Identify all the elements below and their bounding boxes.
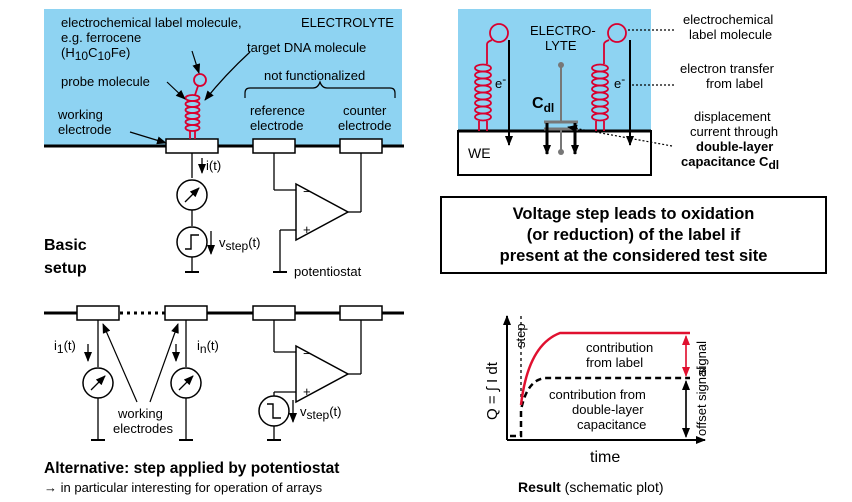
displacement-1: displacement <box>694 109 771 124</box>
counter-electrode-text-1: counter <box>343 103 387 118</box>
reference-electrode <box>252 138 296 154</box>
result-caption: Result (schematic plot) <box>518 479 664 495</box>
signal-curve <box>519 331 690 406</box>
counter-electrode-text-2: electrode <box>338 118 391 133</box>
counter-electrode <box>339 138 383 154</box>
step-source-icon <box>176 226 208 258</box>
working-electrodes-text-2: electrodes <box>113 421 173 436</box>
electrolyte-region <box>44 9 402 146</box>
opamp-plus: + <box>303 222 311 237</box>
in-label: in(t) <box>197 338 219 356</box>
opamp-2-icon <box>295 344 350 404</box>
vstep-2-label: vstep(t) <box>300 404 341 422</box>
signal-label: signal <box>694 341 709 375</box>
not-functionalized-text: not functionalized <box>264 68 365 83</box>
working-electrode-text-1: working <box>57 107 103 122</box>
electron-transfer-1: electron transfer <box>680 61 775 76</box>
detail-electrolyte-1: ELECTRO- <box>530 23 596 38</box>
basic-setup-title-2: setup <box>44 260 87 277</box>
dna-left-icon <box>474 23 509 131</box>
contribution-dl-2: double-layer <box>572 402 644 417</box>
electron-right: e- <box>614 72 625 91</box>
message-box: Voltage step leads to oxidation (or redu… <box>440 196 827 274</box>
opamp-2-plus: + <box>303 384 311 399</box>
basic-setup-panel: ELECTROLYTE electrochemical label molecu… <box>44 9 404 279</box>
working-electrode-n <box>164 305 208 321</box>
reference-electrode-2 <box>252 305 296 321</box>
x-axis-label: time <box>590 449 620 466</box>
label-molecule-text-2: e.g. ferrocene <box>61 30 141 45</box>
detail-label-molecule-1: electrochemical <box>683 12 773 27</box>
contribution-dl-1: contribution from <box>549 387 646 402</box>
current-label: i(t) <box>206 158 221 173</box>
opamp-minus: − <box>303 184 311 199</box>
basic-setup-title-1: Basic <box>44 237 87 254</box>
electron-transfer-2: from label <box>706 76 763 91</box>
step-label: step <box>513 323 528 348</box>
potentiostat-text: potentiostat <box>294 264 362 279</box>
contribution-label-2: from label <box>586 355 643 370</box>
probe-molecule-text: probe molecule <box>61 74 150 89</box>
working-electrode-1 <box>76 305 120 321</box>
message-line-1: Voltage step leads to oxidation <box>512 204 755 223</box>
displacement-2: current through <box>690 124 778 139</box>
electron-left: e- <box>495 72 506 91</box>
target-dna-text: target DNA molecule <box>247 40 366 55</box>
alternative-setup-panel: i1(t) in(t) working electrodes vstep(t) … <box>44 305 404 495</box>
alternative-title: Alternative: step applied by potentiosta… <box>44 460 339 477</box>
y-axis-label: Q = ∫ I dt <box>484 361 501 420</box>
ferrocene-formula: (H10C10Fe) <box>61 45 130 63</box>
we-label: WE <box>468 145 491 161</box>
counter-electrode-2 <box>339 305 383 321</box>
contribution-dl-3: capacitance <box>577 417 646 432</box>
reference-electrode-text-2: electrode <box>250 118 303 133</box>
working-electrode-text-2: electrode <box>58 122 111 137</box>
working-electrodes-text-1: working <box>117 406 163 421</box>
electrode-detail-panel: ELECTRO- LYTE e- e- Cdl WE electrochemic… <box>457 9 779 176</box>
message-line-3: present at the considered test site <box>499 246 768 265</box>
offset-signal-label: offset signal <box>694 367 709 436</box>
alternative-subtitle: → in particular interesting for operatio… <box>44 480 323 495</box>
detail-electrolyte-2: LYTE <box>545 38 577 53</box>
electrolyte-label: ELECTROLYTE <box>301 15 394 30</box>
working-electrode <box>165 138 219 154</box>
cdl-label: Cdl <box>532 95 554 115</box>
message-line-2: (or reduction) of the label if <box>526 225 741 244</box>
displacement-3: double-layer <box>696 139 773 154</box>
displacement-4: capacitance Cdl <box>681 154 779 172</box>
step-source-2-icon <box>258 395 290 427</box>
result-plot: Q = ∫ I dt step contribution from label … <box>484 315 709 495</box>
label-molecule-text-1: electrochemical label molecule, <box>61 15 242 30</box>
vstep-label: vstep(t) <box>219 235 260 253</box>
detail-label-molecule-2: label molecule <box>689 27 772 42</box>
dna-right-icon <box>591 23 627 131</box>
contribution-label-1: contribution <box>586 340 653 355</box>
opamp-2-minus: − <box>303 346 311 361</box>
opamp-icon <box>295 182 350 242</box>
reference-electrode-text-1: reference <box>250 103 305 118</box>
i1-label: i1(t) <box>54 338 76 356</box>
